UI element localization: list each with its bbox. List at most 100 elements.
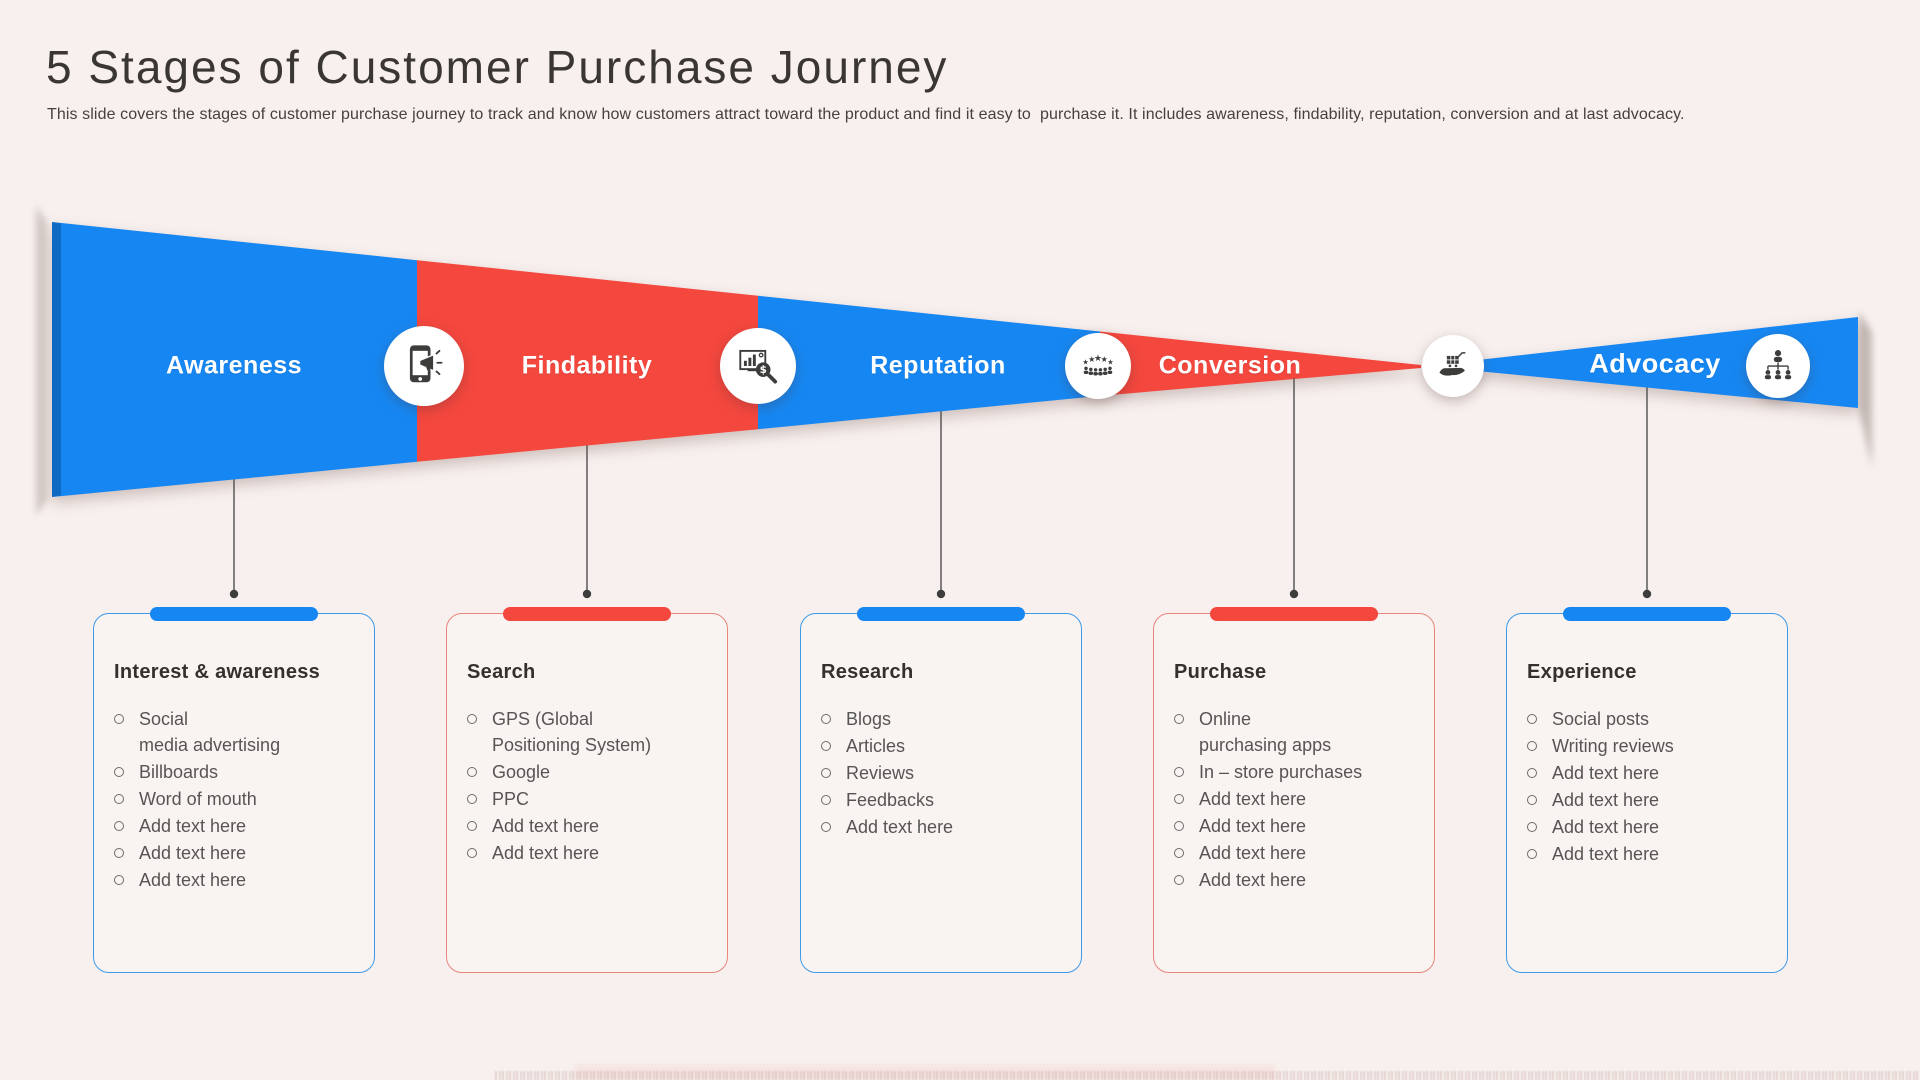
list-item-text: Writing reviews — [1552, 736, 1674, 756]
list-item-text: Add text here — [846, 817, 954, 837]
card-title: Research — [821, 661, 914, 683]
list-item: Writing reviews — [1527, 733, 1773, 759]
svg-text:★: ★ — [1088, 354, 1095, 364]
bullet-icon — [1527, 714, 1537, 724]
list-item-text: Add text here — [1199, 843, 1307, 863]
bullet-icon — [1527, 822, 1537, 832]
list-item-text: Google — [492, 762, 551, 782]
card-accent-pill — [857, 607, 1025, 621]
list-item-text: Add text here — [1199, 816, 1307, 836]
stage-label-conversion: Conversion — [1158, 351, 1302, 380]
list-item-text: In – store purchases — [1199, 762, 1363, 782]
bullet-icon — [114, 848, 124, 858]
list-item-text: Social media advertising — [139, 709, 281, 755]
list-item: Add text here — [1527, 787, 1773, 813]
svg-text:★: ★ — [1107, 358, 1113, 367]
rating-stars-icon: ★ ★ ★ ★ ★ — [1075, 343, 1121, 389]
hand-cart-icon — [1432, 345, 1474, 387]
bullet-icon — [821, 714, 831, 724]
bullet-icon — [114, 875, 124, 885]
list-item: Reviews — [821, 760, 1067, 786]
list-item-text: Articles — [846, 736, 906, 756]
card-search: Search GPS (Global Positioning System) Go… — [446, 607, 728, 973]
list-item: Word of mouth — [114, 786, 360, 812]
blurred-watermark-blob — [575, 1065, 1275, 1080]
list-item: Add text here — [821, 814, 1067, 840]
list-item: Add text here — [114, 813, 360, 839]
bullet-icon — [467, 821, 477, 831]
list-item-text: Add text here — [139, 816, 247, 836]
funnel-left-curl-shadow — [36, 205, 47, 516]
bullet-icon — [1527, 795, 1537, 805]
list-item-text: Online purchasing apps — [1199, 709, 1332, 755]
bullet-icon — [1527, 849, 1537, 859]
list-item: Add text here — [1174, 867, 1420, 893]
list-item-text: Word of mouth — [139, 789, 257, 809]
bullet-icon — [1174, 794, 1184, 804]
bullet-icon — [1174, 714, 1184, 724]
card-accent-pill — [503, 607, 671, 621]
connector-dots — [229, 589, 1652, 599]
list-item: PPC — [467, 786, 713, 812]
stage-label-awareness: Awareness — [165, 351, 303, 380]
funnel-left-fold — [52, 222, 61, 497]
connector-lines — [233, 378, 1648, 590]
bullet-icon — [1174, 875, 1184, 885]
list-item: Billboards — [114, 759, 360, 785]
list-item-text: Add text here — [1552, 790, 1660, 810]
list-item: Add text here — [467, 840, 713, 866]
list-item-text: Add text here — [139, 870, 247, 890]
list-item-text: Billboards — [139, 762, 219, 782]
bullet-icon — [467, 794, 477, 804]
bullet-icon — [467, 848, 477, 858]
list-item: In – store purchases — [1174, 759, 1420, 785]
list-item-text: Add text here — [492, 816, 600, 836]
list-item-text: Add text here — [492, 843, 600, 863]
list-item-text: GPS (Global Positioning System) — [492, 709, 652, 755]
bullet-icon — [1174, 848, 1184, 858]
card-title: Interest & awareness — [114, 661, 321, 683]
card-accent-pill — [1563, 607, 1731, 621]
list-item: Add text here — [1527, 841, 1773, 867]
list-item: Add text here — [114, 840, 360, 866]
list-item-text: Reviews — [846, 763, 915, 783]
list-item-text: Feedbacks — [846, 790, 935, 810]
slide-subtitle: This slide covers the stages of customer… — [47, 106, 1685, 123]
list-item: Google — [467, 759, 713, 785]
svg-text:★: ★ — [1082, 358, 1088, 367]
list-item-text: Add text here — [1199, 789, 1307, 809]
card-accent-pill — [1210, 607, 1378, 621]
list-item: Social posts — [1527, 706, 1773, 732]
svg-text:★: ★ — [1094, 354, 1102, 364]
list-item: Feedbacks — [821, 787, 1067, 813]
bullet-icon — [114, 794, 124, 804]
list-item: Add text here — [467, 813, 713, 839]
people-network-icon — [1756, 344, 1800, 388]
card-interest-awareness: Interest & awareness Social media advert… — [93, 607, 375, 973]
card-accent-pill — [150, 607, 318, 621]
card-title: Search — [467, 661, 536, 683]
list-item-text: Add text here — [1552, 763, 1660, 783]
bullet-icon — [114, 821, 124, 831]
card-title: Experience — [1527, 661, 1637, 683]
list-item-text: Add text here — [1552, 817, 1660, 837]
list-item: Social media advertising — [114, 706, 360, 758]
list-item-text: Add text here — [139, 843, 247, 863]
list-item-text: Blogs — [846, 709, 892, 729]
svg-text:★: ★ — [1101, 354, 1108, 364]
slide-title: 5 Stages of Customer Purchase Journey — [46, 41, 949, 93]
list-item-text: Add text here — [1199, 870, 1307, 890]
bullet-icon — [1527, 741, 1537, 751]
list-item: GPS (Global Positioning System) — [467, 706, 713, 758]
bullet-icon — [821, 822, 831, 832]
list-item: Add text here — [114, 867, 360, 893]
phone-megaphone-icon — [398, 340, 450, 392]
bullet-icon — [467, 767, 477, 777]
